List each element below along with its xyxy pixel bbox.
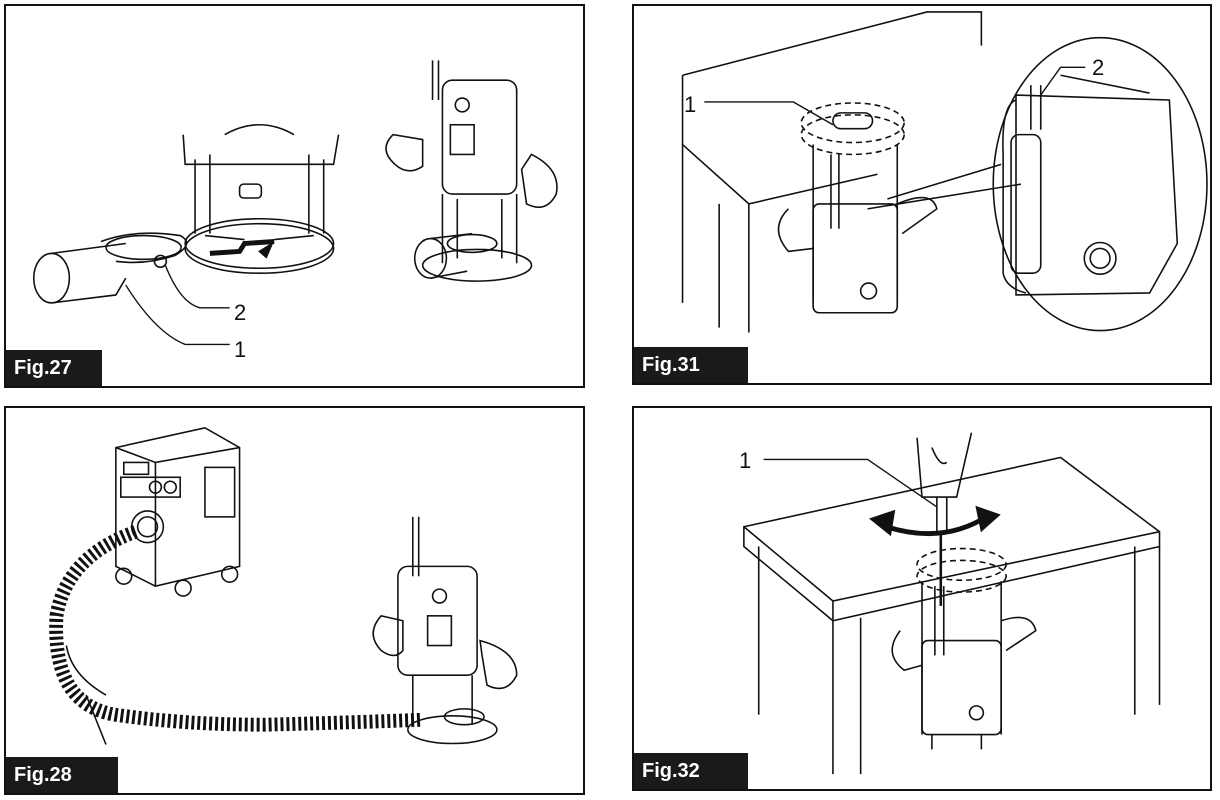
fig32-illustration xyxy=(743,432,1161,775)
callout-1: 1 xyxy=(234,337,247,362)
figure-label: Fig.32 xyxy=(634,753,748,789)
callout-1: 1 xyxy=(684,92,697,117)
figure-28-panel: Fig.28 xyxy=(4,406,585,795)
figure-label: Fig.31 xyxy=(634,347,748,383)
figure-label: Fig.28 xyxy=(6,757,118,793)
figure-label: Fig.27 xyxy=(6,350,102,386)
callout-2: 2 xyxy=(1092,55,1105,80)
fig31-illustration xyxy=(681,11,1208,333)
figure-31-panel: 1 2 Fig.31 xyxy=(632,4,1212,385)
callout-1: 1 xyxy=(739,448,752,473)
fig27-illustration xyxy=(32,60,558,346)
callout-2: 2 xyxy=(234,300,247,325)
figure-27-panel: 2 1 Fig.27 xyxy=(4,4,585,388)
fig28-illustration xyxy=(49,426,518,745)
figure-32-panel: 1 Fig.32 xyxy=(632,406,1212,791)
